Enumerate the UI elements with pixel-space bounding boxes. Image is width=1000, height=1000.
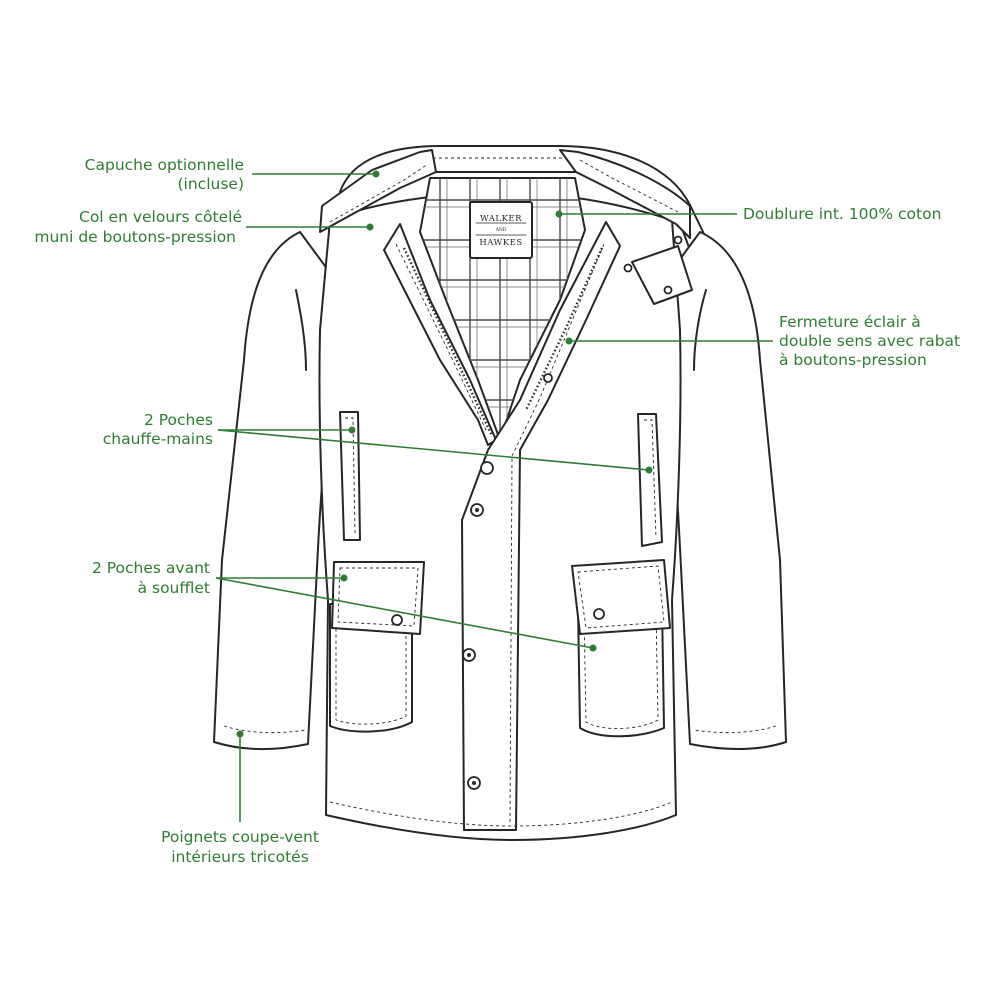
callout-front-pockets-line1: 2 Poches avant xyxy=(92,559,210,577)
callout-zip: Fermeture éclair à double sens avec raba… xyxy=(565,313,960,369)
brand-tag-line2: AND xyxy=(495,227,507,233)
brand-tag-line3: HAWKES xyxy=(479,238,522,248)
jacket-illustration: WALKER AND HAWKES xyxy=(213,145,787,841)
callout-hood: Capuche optionnelle (incluse) xyxy=(85,156,380,193)
callout-collar: Col en velours côtelé muni de boutons-pr… xyxy=(34,208,374,246)
callout-hood-line2: (incluse) xyxy=(178,175,245,193)
callout-hood-line1: Capuche optionnelle xyxy=(85,156,244,174)
right-handwarmer-pocket xyxy=(637,413,663,547)
callout-zip-line3: à boutons-pression xyxy=(779,351,927,369)
callout-front-pockets-line2: à soufflet xyxy=(138,579,210,597)
brand-tag-line1: WALKER xyxy=(480,214,522,224)
callout-handwarmers-line1: 2 Poches xyxy=(144,411,213,429)
corduroy-collar xyxy=(319,149,437,233)
right-sleeve xyxy=(669,231,787,750)
callout-lining-line1: Doublure int. 100% coton xyxy=(743,205,941,223)
callouts: Capuche optionnelle (incluse) Col en vel… xyxy=(34,156,960,866)
callout-collar-line1: Col en velours côtelé xyxy=(79,208,242,226)
right-bellows-pocket xyxy=(571,559,671,738)
snap-button-3 xyxy=(467,776,481,790)
brand-tag: WALKER AND HAWKES xyxy=(469,201,533,259)
collar-right xyxy=(559,149,691,239)
callout-front-pockets: 2 Poches avant à soufflet xyxy=(92,559,597,652)
snap-button-2 xyxy=(462,648,476,662)
snap-button-1 xyxy=(470,503,484,517)
left-bellows-pocket xyxy=(329,561,425,733)
callout-zip-line2: double sens avec rabat xyxy=(779,332,960,350)
callout-collar-line2: muni de boutons-pression xyxy=(34,228,236,246)
right-storm-flap xyxy=(461,221,621,831)
callout-zip-line1: Fermeture éclair à xyxy=(779,313,921,331)
callout-handwarmers: 2 Poches chauffe-mains xyxy=(103,411,653,474)
callout-cuffs-line2: intérieurs tricotés xyxy=(171,848,309,866)
callout-cuffs-line1: Poignets coupe-vent xyxy=(161,828,319,846)
left-front-panel xyxy=(383,223,497,446)
callout-lining: Doublure int. 100% coton xyxy=(555,205,941,223)
callout-handwarmers-line2: chauffe-mains xyxy=(103,430,213,448)
callout-cuffs: Poignets coupe-vent intérieurs tricotés xyxy=(161,730,319,866)
collar-tab xyxy=(631,245,693,305)
left-sleeve xyxy=(213,231,331,750)
